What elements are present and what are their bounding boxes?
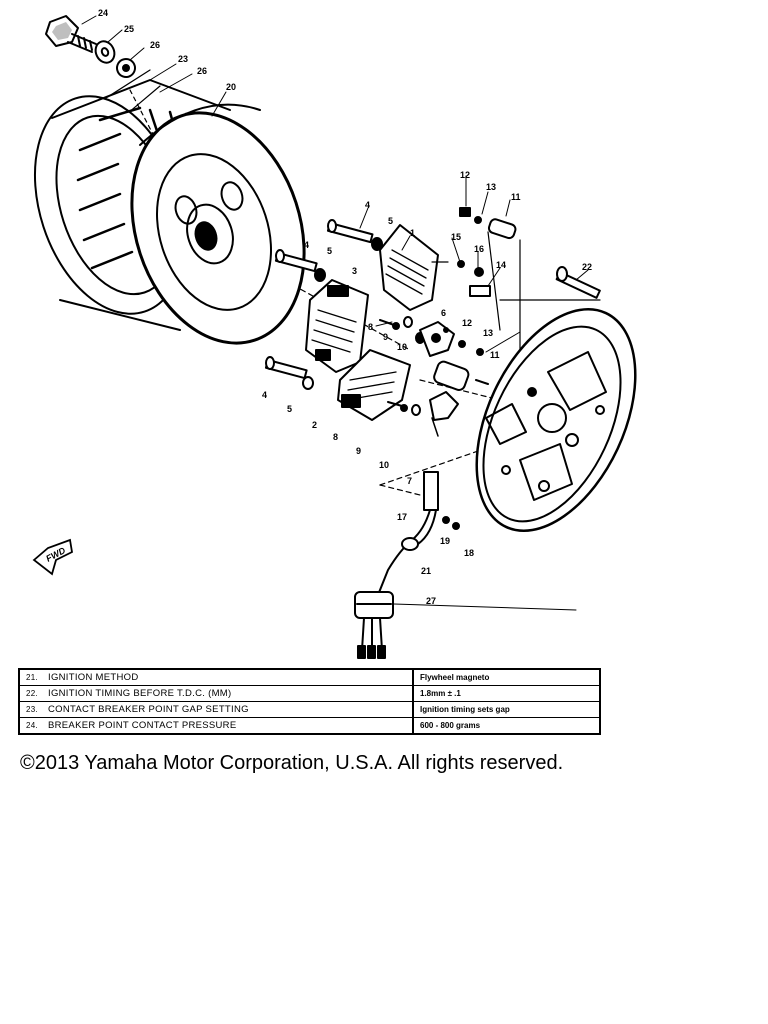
callout-5: 5 (287, 404, 292, 414)
condenser-part (433, 360, 489, 391)
callout-26: 26 (197, 66, 207, 76)
table-row: 24. BREAKER POINT CONTACT PRESSURE 600 - … (19, 717, 600, 735)
stator-bolt-part (555, 266, 601, 299)
callout-1: 1 (410, 228, 415, 238)
spec-value: 1.8mm ± .1 (413, 685, 600, 702)
callout-8: 8 (368, 322, 373, 332)
row-number: 24. (26, 721, 39, 730)
flywheel-rotor-part (33, 79, 306, 345)
callout-25: 25 (124, 24, 134, 34)
copyright-notice: ©2013 Yamaha Motor Corporation, U.S.A. A… (20, 752, 564, 774)
stator-base-plate-part (475, 308, 637, 532)
callout-8: 8 (333, 432, 338, 442)
callout-24: 24 (98, 8, 108, 18)
callout-13: 13 (483, 328, 493, 338)
ignition-coil-part (379, 224, 449, 311)
callout-2: 2 (312, 420, 317, 430)
callout-22: 22 (582, 262, 592, 272)
table-row: 23. CONTACT BREAKER POINT GAP SETTING Ign… (19, 701, 600, 718)
callout-11: 11 (490, 350, 500, 360)
screw-washer-set-part (387, 401, 421, 416)
coil-screw-part (326, 219, 383, 251)
table-row: 22. IGNITION TIMING BEFORE T.D.C. (mm) 1.… (19, 685, 600, 702)
callout-leader-lines (81, 15, 589, 611)
spec-value: 600 - 800 grams (413, 717, 600, 735)
callout-12: 12 (462, 318, 472, 328)
lighting-coil-part (305, 279, 369, 373)
callout-3: 3 (352, 266, 357, 276)
top-screw-set-part (457, 207, 517, 356)
flywheel-bolt-part (45, 15, 97, 53)
callout-18: 18 (464, 548, 474, 558)
callout-21: 21 (421, 566, 431, 576)
spec-value: Flywheel magneto (413, 669, 600, 686)
contact-breaker-part (419, 321, 455, 357)
callout-20: 20 (226, 82, 236, 92)
wire-harness-part (354, 471, 460, 659)
callout-12: 12 (460, 170, 470, 180)
callout-9: 9 (356, 446, 361, 456)
callout-26: 26 (150, 40, 160, 50)
coil-screw-part (264, 356, 314, 390)
callout-4: 4 (304, 240, 309, 250)
spec-label: IGNITION METHOD (48, 672, 139, 683)
callout-5: 5 (327, 246, 332, 256)
callout-15: 15 (451, 232, 461, 242)
callout-19: 19 (440, 536, 450, 546)
callout-7: 7 (407, 476, 412, 486)
callout-11: 11 (511, 192, 521, 202)
spec-label: CONTACT BREAKER POINT GAP SETTING (48, 704, 249, 715)
callout-14: 14 (496, 260, 506, 270)
plain-washer-part (116, 58, 136, 78)
lock-washer-part (94, 40, 116, 64)
table-row: 21. IGNITION METHOD Flywheel magneto (19, 669, 600, 686)
callout-4: 4 (262, 390, 267, 400)
callout-5: 5 (388, 216, 393, 226)
row-number: 23. (26, 705, 39, 714)
forward-direction-arrow: FWD (32, 538, 73, 576)
callout-16: 16 (474, 244, 484, 254)
breaker-arm-part (429, 391, 459, 437)
callout-17: 17 (397, 512, 407, 522)
callout-23: 23 (178, 54, 188, 64)
callout-27: 27 (426, 596, 436, 606)
callout-13: 13 (486, 182, 496, 192)
row-number: 22. (26, 689, 39, 698)
ignition-spec-table: 21. IGNITION METHOD Flywheel magneto 22. I… (18, 668, 601, 735)
spec-label: IGNITION TIMING BEFORE T.D.C. (mm) (48, 688, 232, 699)
callout-10: 10 (397, 342, 407, 352)
callout-9: 9 (383, 332, 388, 342)
callout-4: 4 (365, 200, 370, 210)
spec-value: Ignition timing sets gap (413, 701, 600, 718)
callout-10: 10 (379, 460, 389, 470)
spec-label: BREAKER POINT CONTACT PRESSURE (48, 720, 237, 731)
coil-screw-part (274, 249, 326, 282)
row-number: 21. (26, 673, 39, 682)
callout-6: 6 (441, 308, 446, 318)
